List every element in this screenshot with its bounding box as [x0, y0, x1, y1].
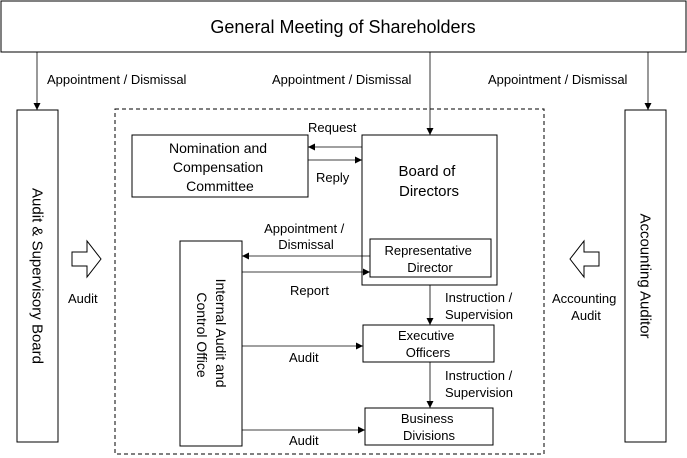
- appointment-internal-label: Appointment / Dismissal: [264, 221, 348, 252]
- appointment-label-center: Appointment / Dismissal: [272, 72, 412, 87]
- nomination-label: Nomination and Compensation Committee: [169, 140, 271, 194]
- request-label: Request: [308, 120, 357, 135]
- instruction-label-1: Instruction / Supervision: [445, 290, 516, 322]
- accounting-audit-line-1: Accounting: [552, 291, 616, 306]
- instruction-1-line-1: Instruction /: [445, 290, 513, 305]
- nomination-committee-node: Nomination and Compensation Committee: [131, 134, 309, 198]
- accounting-auditor-node: Accounting Auditor: [624, 109, 667, 443]
- board-line-2: Directors: [399, 183, 459, 200]
- company-boundary: [114, 108, 545, 455]
- appointment-label-left: Appointment / Dismissal: [47, 72, 187, 87]
- appointment-label-right: Appointment / Dismissal: [488, 72, 628, 87]
- nomination-line-3: Committee: [186, 178, 254, 194]
- appointment-internal-line-1: Appointment /: [264, 221, 345, 236]
- shareholders-label: General Meeting of Shareholders: [210, 17, 475, 37]
- accounting-audit-label: Accounting Audit: [552, 291, 620, 323]
- nomination-line-2: Compensation: [173, 159, 263, 175]
- business-label: Business Divisions: [401, 411, 457, 443]
- executive-officers-node: Executive Officers: [362, 324, 495, 363]
- accounting-auditor-label: Accounting Auditor: [637, 213, 654, 338]
- business-line-1: Business: [401, 411, 454, 426]
- appointment-internal-line-2: Dismissal: [278, 237, 334, 252]
- business-line-2: Divisions: [403, 428, 456, 443]
- internal-audit-line-2: Control Office: [194, 292, 210, 378]
- internal-audit-line-1: Internal Audit and: [213, 279, 229, 388]
- executive-label: Executive Officers: [398, 328, 458, 360]
- internal-audit-label: Internal Audit and Control Office: [194, 279, 229, 392]
- instruction-label-2: Instruction / Supervision: [445, 368, 516, 400]
- instruction-2-line-2: Supervision: [445, 385, 513, 400]
- audit-block-arrow-right-icon: [71, 239, 102, 279]
- instruction-1-line-2: Supervision: [445, 307, 513, 322]
- instruction-2-line-1: Instruction /: [445, 368, 513, 383]
- report-label: Report: [290, 283, 329, 298]
- business-divisions-node: Business Divisions: [364, 407, 494, 446]
- audit-business-label: Audit: [289, 433, 319, 448]
- audit-left-label: Audit: [68, 291, 98, 306]
- executive-line-2: Officers: [406, 345, 451, 360]
- accounting-audit-line-2: Audit: [571, 308, 601, 323]
- executive-line-1: Executive: [398, 328, 454, 343]
- reply-label: Reply: [316, 170, 350, 185]
- audit-board-node: Audit & Supervisory Board: [16, 109, 59, 443]
- representative-director-node: Representative Director: [369, 238, 492, 278]
- audit-block-arrow-left-icon: [569, 239, 600, 279]
- representative-label: Representative Director: [384, 243, 475, 275]
- audit-exec-label: Audit: [289, 350, 319, 365]
- internal-audit-node: Internal Audit and Control Office: [179, 240, 243, 447]
- board-label: Board of Directors: [399, 163, 460, 200]
- audit-board-label: Audit & Supervisory Board: [29, 188, 46, 364]
- representative-line-2: Director: [407, 260, 453, 275]
- board-line-1: Board of: [399, 163, 457, 180]
- shareholders-node: General Meeting of Shareholders: [0, 0, 687, 53]
- representative-line-1: Representative: [384, 243, 471, 258]
- nomination-line-1: Nomination and: [169, 140, 267, 156]
